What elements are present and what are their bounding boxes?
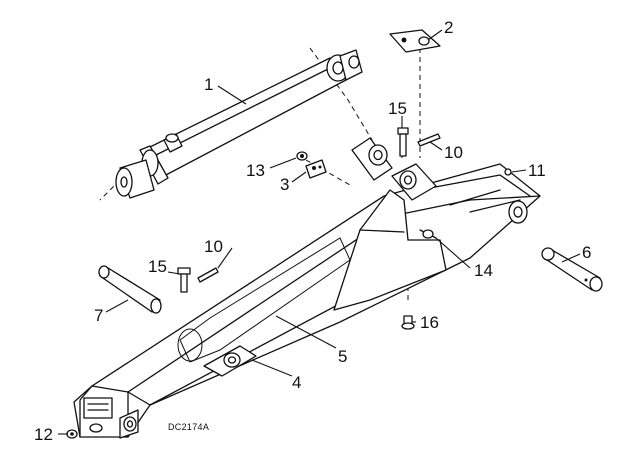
bolt-upper bbox=[397, 127, 409, 157]
pivot-bracket bbox=[333, 163, 447, 311]
callout-10-lower: 10 bbox=[204, 237, 223, 256]
callout-1: 1 bbox=[204, 75, 213, 94]
callout-11: 11 bbox=[528, 161, 546, 180]
callout-13: 13 bbox=[246, 161, 265, 180]
nut bbox=[296, 151, 308, 161]
bolt-lower bbox=[177, 267, 191, 293]
grease-fitting bbox=[504, 168, 512, 176]
callout-2: 2 bbox=[444, 18, 453, 37]
roll-pin-upper bbox=[417, 133, 441, 147]
small-nut bbox=[66, 429, 78, 439]
callout-5: 5 bbox=[338, 347, 347, 366]
hydraulic-cylinder bbox=[115, 49, 363, 199]
clip-plate bbox=[389, 29, 441, 53]
callout-14: 14 bbox=[474, 261, 493, 280]
clevis-bracket bbox=[351, 137, 393, 181]
bolt-bottom bbox=[401, 315, 415, 330]
bracket-plate bbox=[305, 159, 327, 179]
callout-15-lower: 15 bbox=[148, 257, 167, 276]
roll-pin-lower bbox=[197, 267, 219, 283]
callout-12: 12 bbox=[34, 425, 53, 444]
callout-4: 4 bbox=[292, 373, 301, 392]
callout-10-upper: 10 bbox=[444, 143, 463, 162]
leader-lines bbox=[58, 29, 581, 435]
callout-6: 6 bbox=[582, 243, 591, 262]
callout-labels: 1 2 3 4 5 6 7 10 10 11 12 13 14 15 15 16 bbox=[34, 18, 591, 444]
callout-7: 7 bbox=[94, 306, 103, 325]
drawing-reference-code: DC2174A bbox=[168, 422, 209, 432]
callout-3: 3 bbox=[280, 175, 289, 194]
pivot-pin bbox=[541, 247, 603, 292]
callout-16: 16 bbox=[420, 313, 439, 332]
lower-pin bbox=[98, 265, 162, 314]
mounting-plate bbox=[203, 345, 257, 377]
callout-15-upper: 15 bbox=[388, 99, 407, 118]
